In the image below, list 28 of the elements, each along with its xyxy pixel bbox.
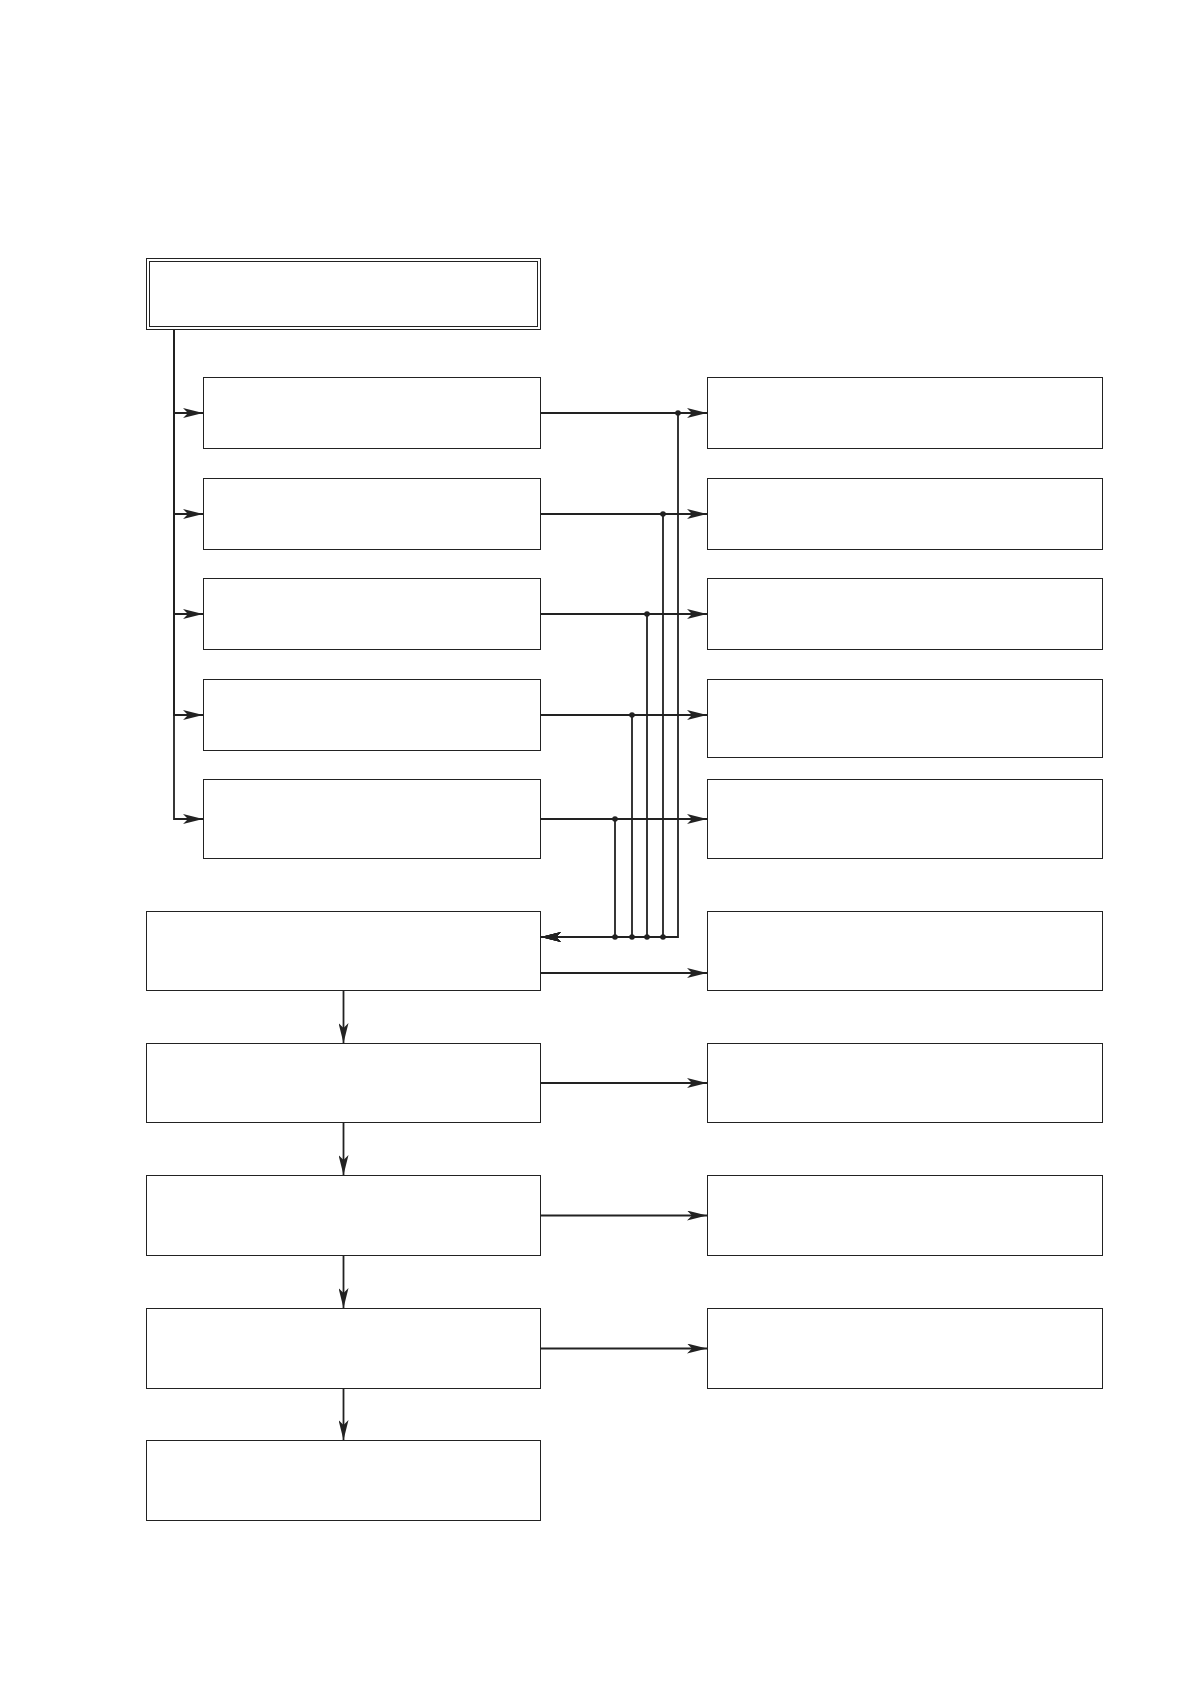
process-box — [146, 911, 541, 991]
process-box — [707, 779, 1103, 859]
process-box — [707, 1308, 1103, 1389]
process-box — [707, 911, 1103, 991]
start-box — [146, 258, 541, 330]
process-box — [146, 1440, 541, 1521]
process-box — [203, 679, 541, 751]
process-box — [203, 578, 541, 650]
process-box — [203, 779, 541, 859]
arrow — [540, 1343, 708, 1354]
process-box — [146, 1043, 541, 1123]
arrow — [338, 1122, 349, 1176]
arrow — [338, 1255, 349, 1309]
arrow — [540, 1078, 708, 1088]
arrow — [338, 1388, 349, 1441]
process-box — [707, 679, 1103, 758]
process-box — [203, 377, 541, 449]
process-box — [707, 578, 1103, 650]
arrow — [338, 990, 349, 1044]
process-box — [203, 478, 541, 550]
process-box — [146, 1175, 541, 1256]
process-box — [707, 478, 1103, 550]
process-box — [707, 377, 1103, 449]
process-box — [146, 1308, 541, 1389]
process-box — [707, 1175, 1103, 1256]
arrow — [540, 1210, 708, 1221]
arrow — [540, 968, 708, 978]
process-box — [707, 1043, 1103, 1123]
